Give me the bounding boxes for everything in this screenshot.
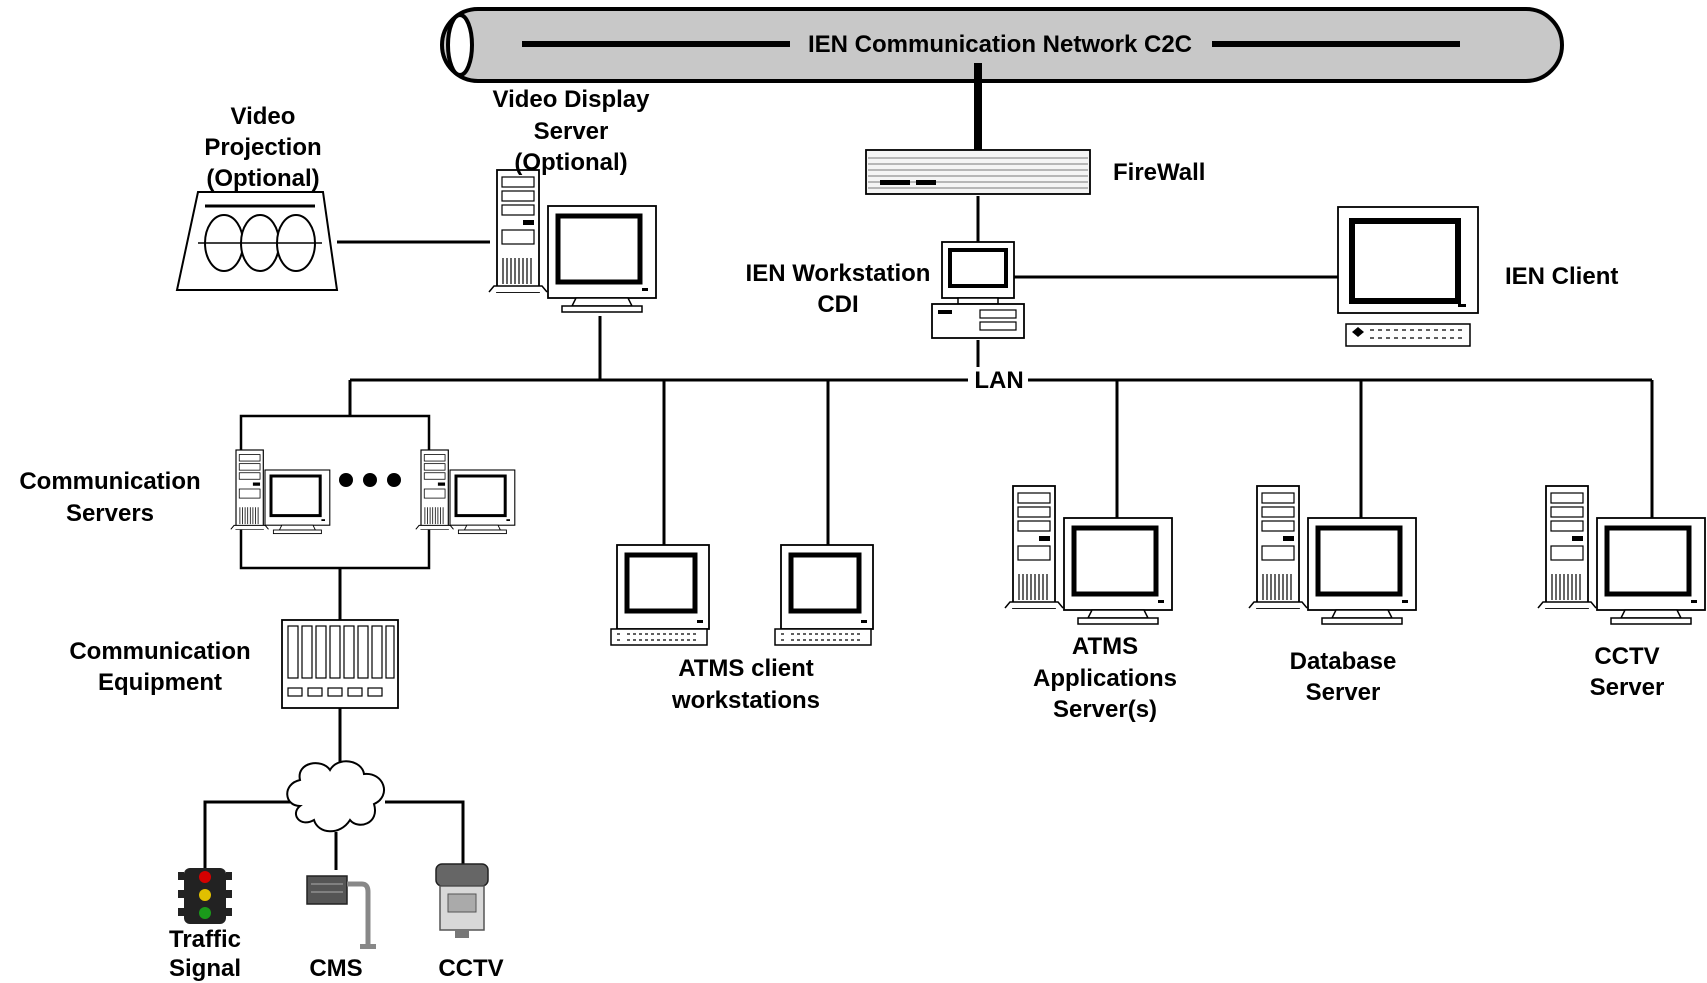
atms-app-server-label-line3: Server(s) bbox=[1053, 696, 1157, 723]
video-projection-label-line2: Projection bbox=[204, 134, 321, 161]
video-display-server-label-line1: Video Display bbox=[493, 86, 651, 113]
communication-equipment-rack bbox=[281, 619, 399, 709]
traffic-signal-label-line1: Traffic bbox=[169, 926, 241, 953]
atms-client-workstation-1 bbox=[611, 545, 709, 645]
video-display-server-label-line3: (Optional) bbox=[514, 149, 627, 176]
communication-servers-group bbox=[230, 414, 517, 570]
communication-servers-label-line1: Communication bbox=[19, 468, 200, 495]
atms-client-workstation-2 bbox=[775, 545, 873, 645]
communication-server-2 bbox=[415, 449, 517, 536]
firewall-device bbox=[865, 149, 1091, 195]
atms-app-server-label-line1: ATMS bbox=[1072, 633, 1138, 660]
ien-c2c-network-pipe: IEN Communication Network C2C bbox=[440, 7, 1564, 83]
video-projector bbox=[175, 191, 339, 291]
database-server-label-line2: Server bbox=[1306, 679, 1381, 706]
video-display-server-label-line2: Server bbox=[534, 118, 609, 145]
atms-client-label-line1: ATMS client bbox=[678, 655, 814, 682]
ien-client-computer bbox=[1337, 206, 1479, 347]
atms-app-server-label-line2: Applications bbox=[1033, 665, 1177, 692]
network-label-bg bbox=[805, 31, 1195, 58]
database-server-label-line1: Database bbox=[1290, 648, 1397, 675]
cms-label: CMS bbox=[309, 955, 362, 982]
communication-cloud bbox=[286, 760, 385, 833]
ien-client-label: IEN Client bbox=[1505, 263, 1618, 290]
ellipsis-dots bbox=[339, 473, 401, 487]
communication-equipment-label-line2: Equipment bbox=[98, 669, 222, 696]
video-projection-label-line3: (Optional) bbox=[206, 165, 319, 192]
database-server bbox=[1248, 485, 1416, 624]
traffic-signal-icon bbox=[178, 868, 232, 924]
atms-applications-server bbox=[1004, 485, 1172, 624]
cctv-server bbox=[1537, 485, 1705, 624]
ien-workstation-label-line1: IEN Workstation bbox=[746, 260, 931, 287]
cms-sign-icon bbox=[306, 875, 376, 949]
firewall-label: FireWall bbox=[1113, 159, 1205, 186]
cctv-server-label-line2: Server bbox=[1590, 674, 1665, 701]
network-label: IEN Communication Network C2C bbox=[808, 31, 1192, 58]
video-projection-label-line1: Video bbox=[231, 103, 296, 130]
communication-servers-label-line2: Servers bbox=[66, 500, 154, 527]
cctv-label: CCTV bbox=[438, 955, 503, 982]
traffic-signal-label-line2: Signal bbox=[169, 955, 241, 982]
video-display-server bbox=[488, 169, 656, 312]
cctv-camera-icon bbox=[435, 863, 489, 938]
cctv-server-label-line1: CCTV bbox=[1594, 643, 1659, 670]
lan-label: LAN bbox=[974, 367, 1023, 394]
ien-workstation-computer bbox=[931, 241, 1025, 339]
connection-lines bbox=[203, 63, 1654, 870]
atms-client-label-line2: workstations bbox=[671, 687, 820, 714]
lan-label-bg bbox=[970, 367, 1028, 394]
communication-equipment-label-line1: Communication bbox=[69, 638, 250, 665]
ien-workstation-label-line2: CDI bbox=[817, 291, 858, 318]
